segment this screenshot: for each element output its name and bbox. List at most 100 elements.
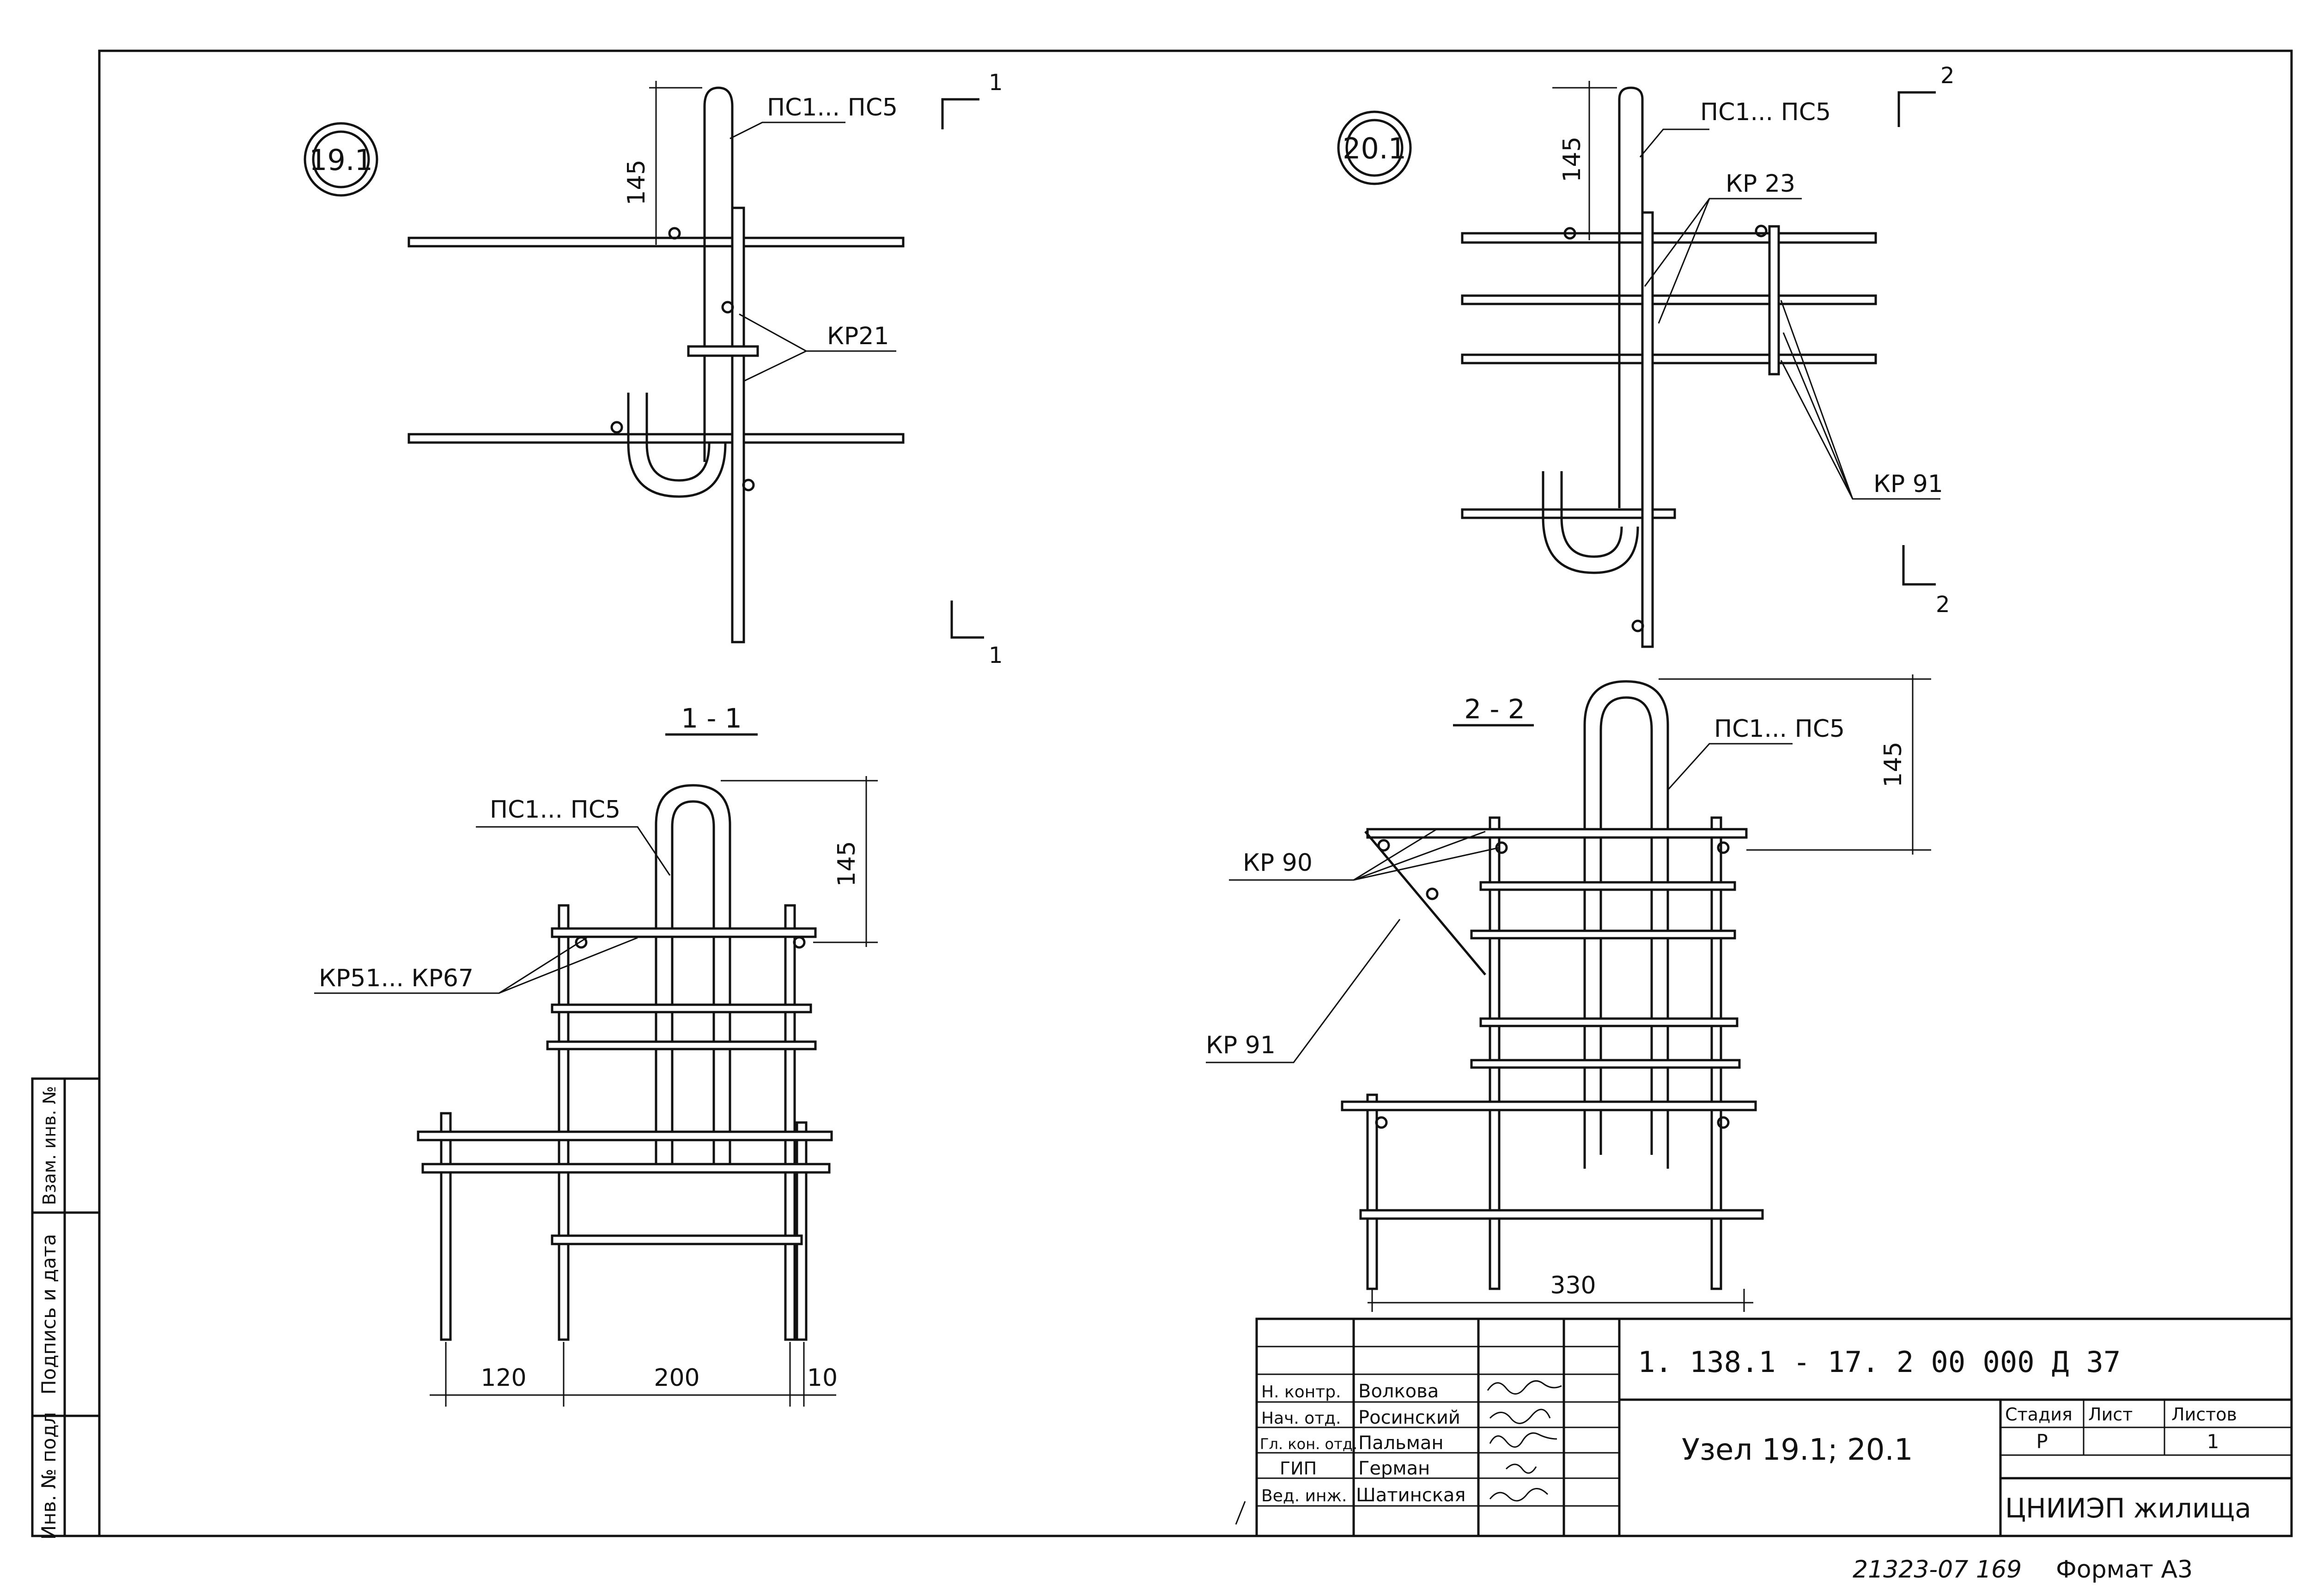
node-19-1-circle-outer: [304, 122, 378, 197]
title-block: 1. 138.1 - 17. 2 00 000 Д 37 Узел 19.1; …: [1235, 1317, 2293, 1537]
footer-inventory: 21323-07 169: [1853, 1556, 2022, 1584]
section-1-1-rod-inner: [671, 800, 715, 1169]
node-19-1-clip-band: [687, 345, 759, 357]
side-stamp: Инв. № подл Подпись и дата Взам. инв. №: [31, 1077, 101, 1540]
title-block-title: Узел 19.1; 20.1: [1682, 1433, 1913, 1467]
node-19-1-clip: [742, 479, 755, 492]
section-2-2-rod-outer: [1583, 680, 1669, 1169]
section-2-2-hbar: [1470, 1059, 1741, 1069]
node-20-1-rod-leader: [1639, 128, 1709, 158]
node-20-1-clip-vertical: [1768, 225, 1780, 376]
node-19-1-hook: [627, 393, 727, 498]
section-2-2-hbar: [1359, 1209, 1764, 1220]
title-block-role: ГИП: [1280, 1458, 1317, 1479]
title-block-sheets-header: Листов: [2171, 1404, 2237, 1425]
section-2-2-title: 2 - 2: [1464, 693, 1525, 725]
node-19-1-clip: [610, 421, 623, 434]
node-20-1-clip: [1631, 619, 1644, 632]
node-19-1-rod-loop: [703, 86, 734, 462]
node-20-1-section-mark-top: [1897, 91, 1936, 127]
title-block-organization: ЦНИИЭП жилища: [2005, 1493, 2251, 1524]
section-1-1-title: 1 - 1: [681, 703, 742, 734]
section-2-2: 2 - 2 ПС1... ПС5 КР 90 КР 91 145: [1206, 674, 1931, 1312]
section-1-1-vbar: [558, 904, 570, 1341]
node-19-1-clip: [721, 301, 734, 314]
section-1-1-clip-label: КР51... КР67: [319, 965, 474, 992]
section-2-2-dim-145: 145: [1879, 741, 1907, 787]
title-block-name: Пальман: [1358, 1432, 1444, 1454]
section-1-1-clip-leader: [498, 937, 638, 994]
node-20-1-circle-outer: [1337, 110, 1412, 185]
node-19-1-circle-inner: [312, 130, 370, 188]
node-20-1-clip-right-leader: [1780, 360, 1854, 499]
section-2-2-hbar: [1470, 929, 1736, 940]
node-19-1-section-mark-top: [941, 98, 979, 129]
node-20-1-rod-loop: [1618, 86, 1644, 508]
node-19-1-rod-label: ПС1... ПС5: [767, 94, 898, 121]
node-20-1-rod-label: ПС1... ПС5: [1700, 98, 1831, 126]
section-2-2-hbar: [1341, 1100, 1757, 1111]
node-20-1-bar-1: [1461, 232, 1877, 244]
section-1-1-rod-leader: [476, 826, 671, 876]
section-2-2-kr90-leader: [1353, 847, 1500, 881]
section-1-1-hbar: [421, 1163, 831, 1174]
section-2-2-clip: [1717, 1116, 1730, 1129]
section-2-2-dim-330: 330: [1550, 1272, 1596, 1299]
section-1-1-dim-10: 10: [807, 1364, 838, 1392]
section-1-1-dim-145: 145: [833, 841, 861, 886]
node-20-1: 20.1 ПС1... ПС5 КР 23 КР 91 145 2 2: [1337, 63, 1955, 648]
node-19-1-rod-leader: [729, 121, 845, 140]
node-20-1-bar-3: [1461, 353, 1877, 364]
node-20-1-clip-top-leader: [1658, 198, 1710, 324]
node-20-1-circle-inner: [1345, 119, 1404, 177]
node-19-1-section-mark-top-label: 1: [989, 70, 1003, 96]
title-block-role: Вед. инж.: [1261, 1487, 1347, 1505]
footer-format: Формат А3: [2056, 1556, 2193, 1584]
node-20-1-hook: [1542, 471, 1639, 574]
title-block-name: Шатинская: [1356, 1485, 1465, 1506]
title-block-role: Н. контр.: [1261, 1383, 1341, 1402]
section-2-2-rod-label: ПС1... ПС5: [1714, 715, 1845, 743]
title-block-sheets-value: 1: [2207, 1430, 2219, 1453]
node-20-1-dim-145: 145: [1558, 136, 1586, 182]
section-2-2-diagonal-clip: [1364, 831, 1486, 976]
section-2-2-clip: [1377, 839, 1390, 852]
section-2-2-kr91-leader: [1206, 919, 1401, 1063]
node-20-1-section-mark-bottom-label: 2: [1936, 592, 1950, 618]
title-block-tick: [1235, 1501, 1246, 1525]
section-1-1-clip: [793, 936, 806, 949]
title-block-role: Гл. кон. отд.: [1260, 1435, 1357, 1453]
section-1-1: 1 - 1 ПС1... ПС5 КР51... КР67 145: [314, 703, 878, 1407]
node-19-1-hook-inner: [645, 393, 711, 482]
node-19-1: 19.1 ПС1... ПС5 КР21 145 1 1: [304, 70, 1003, 668]
sheet-frame: [98, 49, 2293, 1537]
node-19-1-clip-label: КР21: [827, 322, 889, 350]
section-2-2-hbar: [1479, 881, 1736, 891]
section-2-2-kr90-label: КР 90: [1243, 849, 1313, 877]
section-2-2-rod-leader: [1667, 743, 1793, 791]
node-19-1-label: 19.1: [309, 143, 373, 177]
section-1-1-hbar: [417, 1130, 833, 1141]
title-block-sheet-header: Лист: [2088, 1404, 2133, 1425]
section-2-2-kr90-leader: [1353, 831, 1486, 881]
node-20-1-clip-right-leader: [1780, 300, 1854, 499]
section-2-2-kr91-label: КР 91: [1206, 1032, 1276, 1059]
node-19-1-section-mark-bottom: [950, 601, 984, 639]
section-1-1-dim-120: 120: [480, 1364, 526, 1392]
node-20-1-clip: [1755, 225, 1768, 237]
signature-image: [1489, 1488, 1549, 1502]
node-20-1-clip-right-label: КР 91: [1873, 470, 1943, 498]
section-2-2-clip: [1717, 841, 1730, 854]
side-stamp-podpis: Подпись и дата: [37, 1234, 60, 1395]
signature-image: [1489, 1432, 1557, 1448]
node-20-1-label: 20.1: [1343, 132, 1406, 165]
node-19-1-rod-vertical: [731, 206, 745, 643]
signature-image: [1505, 1463, 1537, 1474]
title-block-name: Росинский: [1358, 1407, 1460, 1428]
title-block-stage-value: Р: [2036, 1430, 2048, 1453]
side-stamp-vzam: Взам. инв. №: [39, 1086, 60, 1205]
node-19-1-section-mark-bottom-label: 1: [989, 643, 1003, 668]
section-1-1-hbar: [551, 927, 817, 938]
section-1-1-clip: [575, 936, 588, 949]
